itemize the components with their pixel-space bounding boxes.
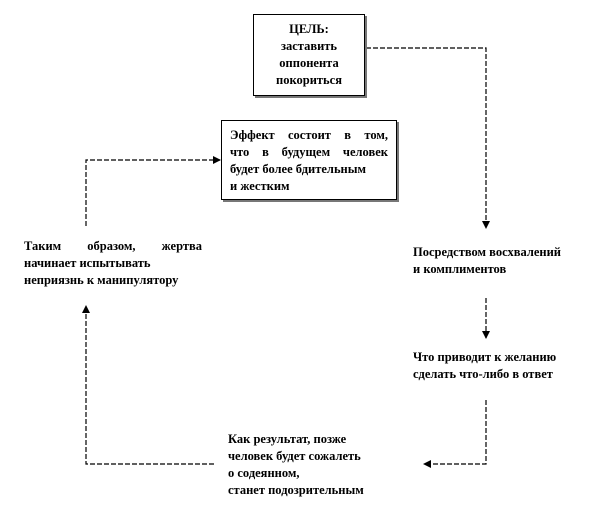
victim-line: неприязнь к манипулятору [24, 273, 179, 287]
result-line: станет подозрительным [228, 483, 364, 497]
goal-line: ЦЕЛЬ: [289, 22, 329, 36]
desire-line: сделать что-либо в ответ [413, 367, 553, 381]
victim-line: Таким образом, жертва [24, 239, 202, 253]
goal-line: заставить [280, 39, 338, 53]
result-line: человек будет сожалеть [228, 449, 361, 463]
effect-line: и жестким [230, 179, 290, 193]
effect-box: Эффект состоит в том, что в будущем чело… [221, 120, 397, 200]
victim-line: начинает испытывать [24, 256, 151, 270]
means-line: Посредством восхвалений [413, 245, 562, 259]
effect-line: будет более бдительным [230, 162, 367, 176]
goal-box: ЦЕЛЬ: заставить оппонента покориться [253, 14, 365, 96]
result-text: Как результат, позже человек будет сожал… [228, 431, 408, 499]
desire-line: Что приводит к желанию [413, 350, 557, 364]
goal-line: покориться [276, 73, 342, 87]
arrow-desire-to-result [423, 400, 487, 468]
means-text: Посредством восхвалений и комплиментов [413, 244, 589, 278]
desire-text: Что приводит к желанию сделать что-либо … [413, 349, 589, 383]
means-line: и комплиментов [413, 262, 507, 276]
effect-line: что в будущем человек [230, 145, 388, 159]
effect-line: Эффект состоит в том, [230, 128, 388, 142]
arrow-goal-to-means [366, 47, 490, 229]
victim-text: Таким образом, жертва начинает испытыват… [24, 238, 202, 289]
result-line: о содеянном, [228, 466, 300, 480]
arrow-result-to-victim [82, 305, 214, 465]
goal-line: оппонента [279, 56, 339, 70]
result-line: Как результат, позже [228, 432, 347, 446]
arrow-victim-to-effect [85, 156, 221, 226]
